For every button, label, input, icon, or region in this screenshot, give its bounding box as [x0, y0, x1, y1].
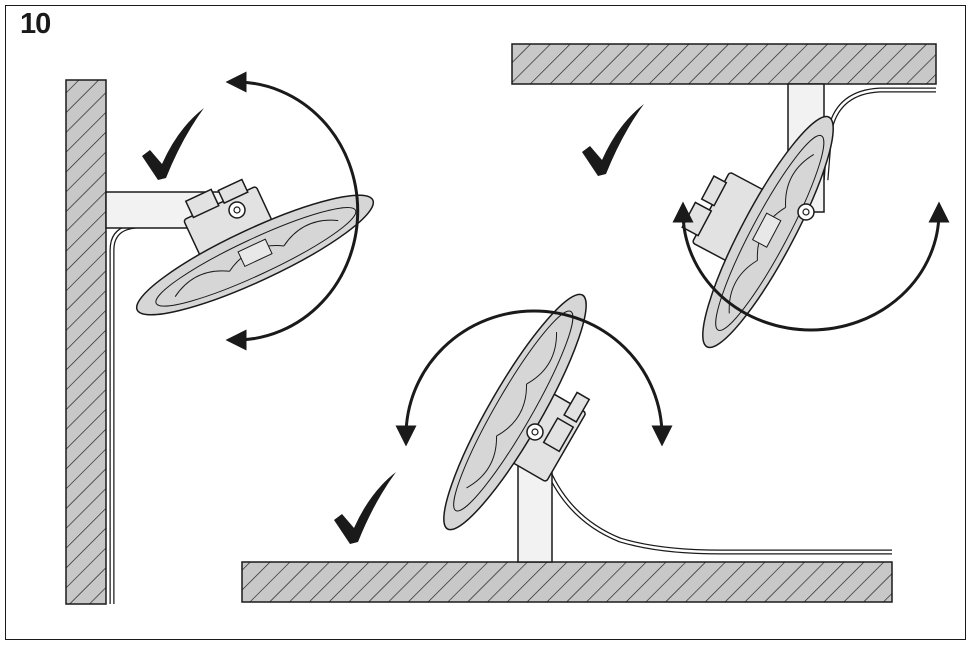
floor-mount-scenario [241, 293, 893, 603]
check-mark-icon [142, 108, 204, 180]
ceiling-surface [511, 43, 937, 85]
wall-surface [65, 79, 107, 605]
rotation-arrow [225, 71, 360, 351]
high-bay-fixture [681, 115, 834, 349]
instruction-frame [5, 5, 966, 640]
check-mark-icon [582, 104, 644, 176]
power-cable [545, 468, 892, 555]
rotation-arrow [395, 309, 673, 447]
ceiling-mount-scenario [511, 43, 950, 349]
step-number: 10 [20, 8, 51, 40]
check-mark-icon [334, 472, 396, 544]
floor-surface [241, 561, 893, 603]
rotation-arrow [672, 201, 950, 332]
wall-mount-scenario [65, 71, 375, 605]
